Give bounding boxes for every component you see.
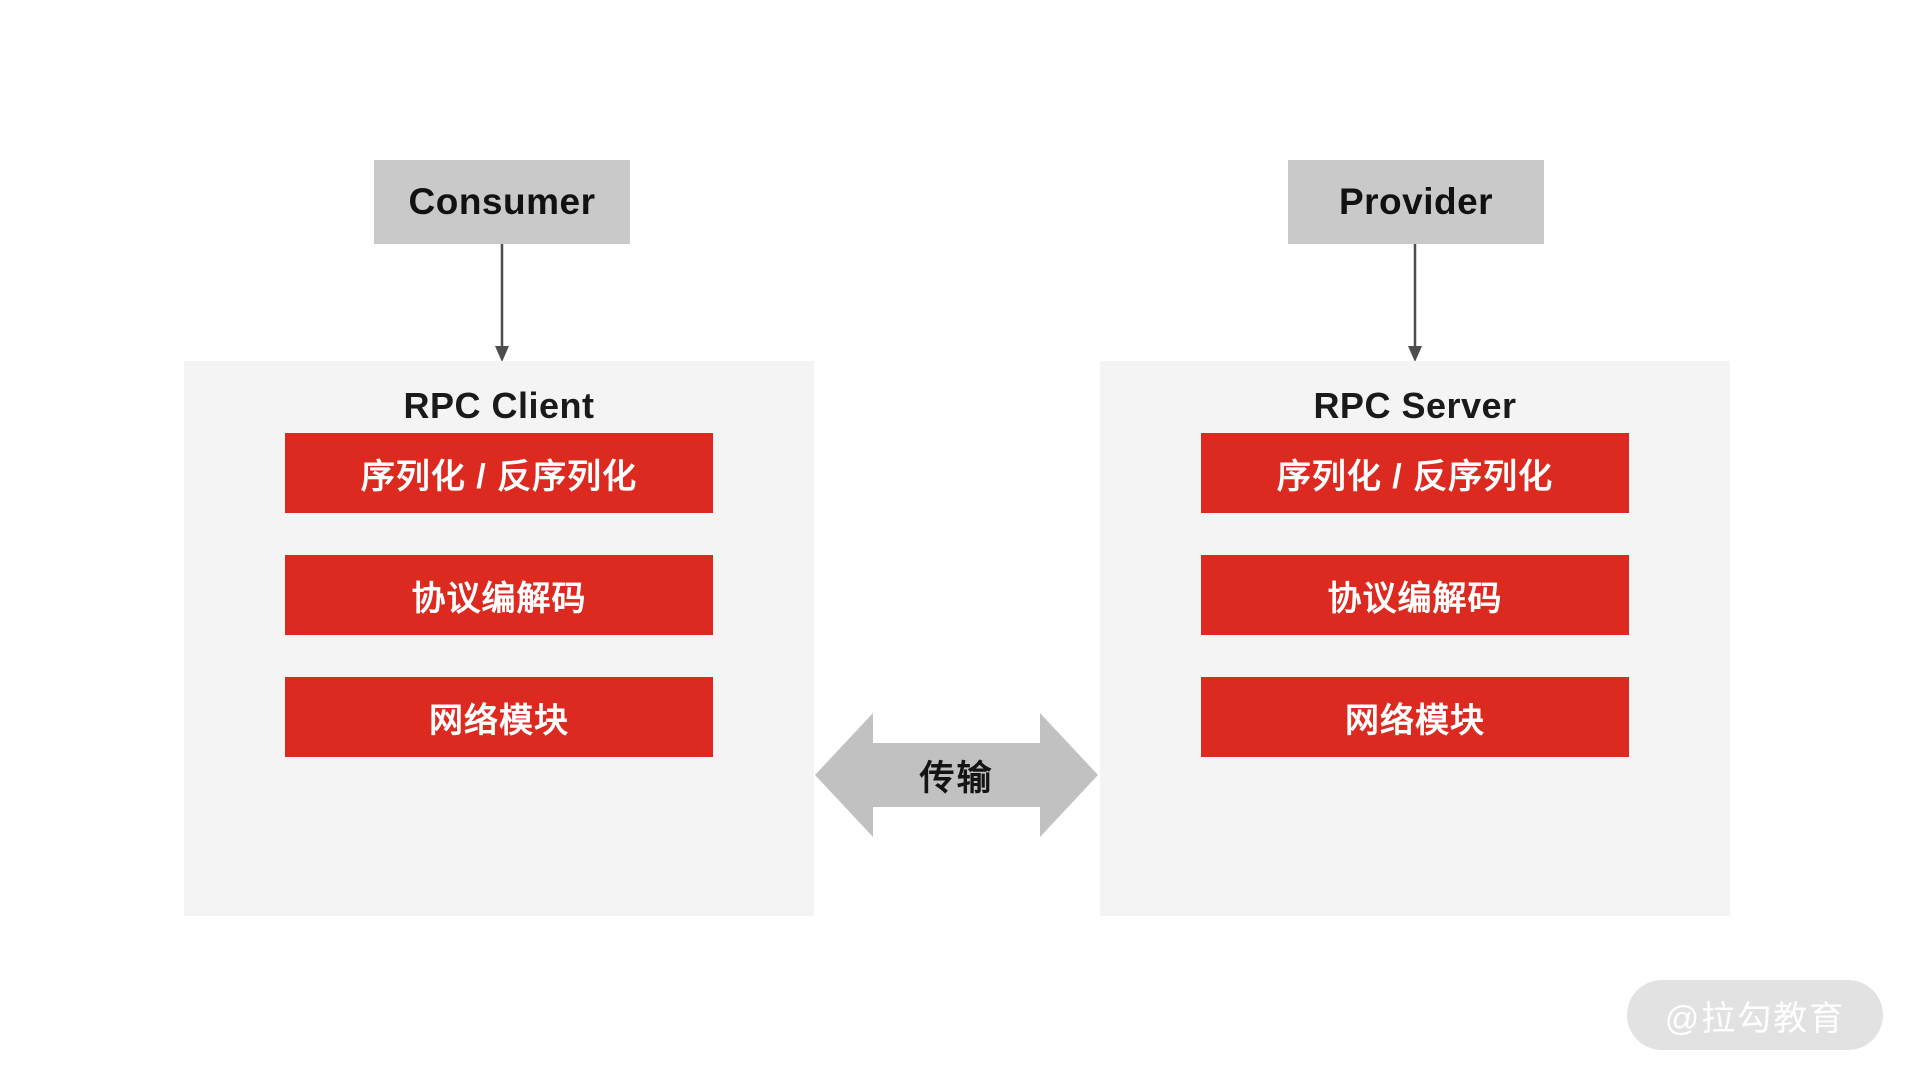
rpc-server-panel: RPC Server 序列化 / 反序列化 协议编解码 网络模块 (1100, 361, 1730, 916)
server-module-serialization: 序列化 / 反序列化 (1201, 433, 1629, 513)
client-module-protocol-codec: 协议编解码 (285, 555, 713, 635)
provider-box: Provider (1288, 160, 1544, 244)
down-arrow-icon (495, 244, 509, 362)
transport-label: 传输 (919, 758, 994, 798)
client-module-serialization: 序列化 / 反序列化 (285, 433, 713, 513)
client-module-network: 网络模块 (285, 677, 713, 757)
down-arrow-icon (1408, 244, 1422, 362)
rpc-server-title: RPC Server (1313, 385, 1517, 426)
double-arrow-icon (815, 713, 1098, 837)
rpc-client-title: RPC Client (403, 385, 595, 426)
transport-link: 传输 (815, 709, 1098, 841)
rpc-client-panel: RPC Client 序列化 / 反序列化 协议编解码 网络模块 (184, 361, 814, 916)
watermark-badge: @拉勾教育 (1627, 980, 1883, 1050)
server-module-network: 网络模块 (1201, 677, 1629, 757)
consumer-box: Consumer (374, 160, 630, 244)
server-module-protocol-codec: 协议编解码 (1201, 555, 1629, 635)
